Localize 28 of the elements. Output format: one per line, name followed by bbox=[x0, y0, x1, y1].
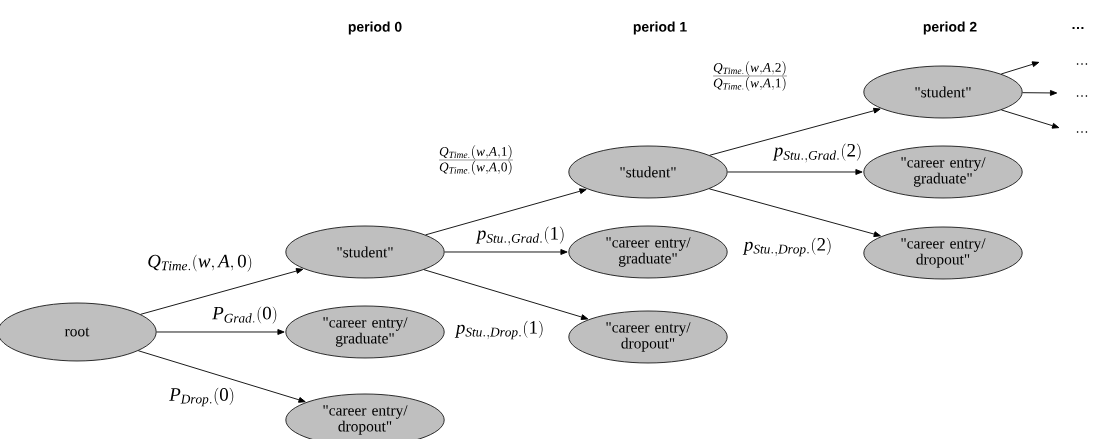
edge-label: $p_{Stu.,Grad.}(2)$ bbox=[772, 142, 864, 164]
arrow bbox=[425, 188, 587, 236]
arrow bbox=[156, 329, 285, 335]
ellipsis: … bbox=[1076, 63, 1088, 65]
arrow bbox=[1000, 61, 1040, 75]
arrow bbox=[1022, 90, 1058, 96]
ellipsis: … bbox=[1072, 26, 1084, 30]
period-heading: period 2 bbox=[923, 21, 977, 35]
period-heading: period 1 bbox=[633, 21, 687, 35]
arrow bbox=[423, 269, 589, 320]
arrow bbox=[709, 107, 881, 156]
ellipsis: … bbox=[1076, 95, 1088, 97]
arrow bbox=[708, 188, 881, 237]
arrow bbox=[140, 268, 304, 315]
edge-label: $p_{Stu.,Drop.}(2)$ bbox=[742, 236, 834, 258]
arrow bbox=[137, 350, 306, 403]
edge-label: $\frac{Q_{Time.}(w, A,1)}{Q_{Time.}(w, A,0)}$ bbox=[436, 144, 516, 176]
edge-label: $P_{Grad.}(0)$ bbox=[211, 305, 279, 325]
edge-label: $p_{Stu.,Drop.}(1)$ bbox=[454, 319, 546, 341]
arrow bbox=[727, 169, 863, 175]
ellipsis: … bbox=[1076, 131, 1088, 133]
edge-label: $p_{Stu.,Grad.}(1)$ bbox=[475, 225, 567, 247]
arrow bbox=[444, 249, 568, 255]
arrow bbox=[1000, 109, 1060, 129]
edge-label: $\frac{Q_{Time.}(w, A,2)}{Q_{Time.}(w, A,1)}$ bbox=[710, 60, 790, 92]
edge-label: $Q_{Time.}(w, A,0)$ bbox=[146, 253, 254, 273]
period-heading: period 0 bbox=[348, 21, 402, 35]
edge-label: $P_{Drop.}(0)$ bbox=[168, 386, 236, 408]
